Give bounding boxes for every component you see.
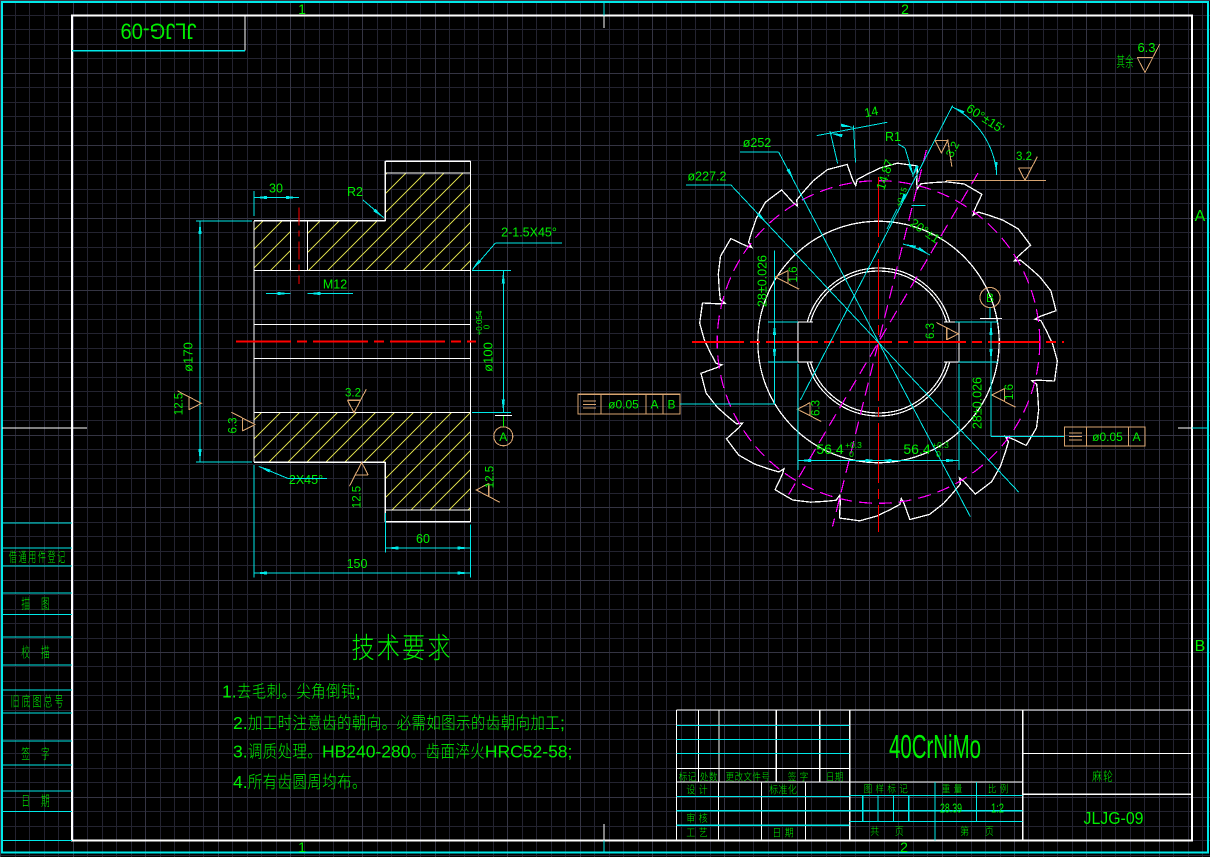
svg-text:1:2: 1:2 <box>991 801 1004 816</box>
svg-text:28±0.026: 28±0.026 <box>756 255 770 307</box>
svg-text:M12: M12 <box>323 278 347 292</box>
svg-text:+0.054: +0.054 <box>475 310 484 335</box>
svg-text:1.6: 1.6 <box>788 267 800 283</box>
svg-text:2: 2 <box>901 1 909 17</box>
svg-text:A: A <box>1195 208 1206 225</box>
svg-text:;: ; <box>560 713 565 733</box>
svg-text:2.: 2. <box>233 713 248 733</box>
svg-text:1.6: 1.6 <box>1004 384 1016 400</box>
svg-text:28±0.026: 28±0.026 <box>971 377 985 429</box>
svg-text:150: 150 <box>347 557 368 571</box>
svg-text:6.3: 6.3 <box>811 400 823 416</box>
svg-text:60: 60 <box>416 532 430 546</box>
svg-text:12.5: 12.5 <box>352 486 364 508</box>
svg-text:B: B <box>667 398 675 412</box>
svg-text:3.2: 3.2 <box>1016 151 1032 163</box>
svg-text:ø100: ø100 <box>481 342 496 372</box>
svg-text:ø227.2: ø227.2 <box>688 170 727 184</box>
svg-text:B: B <box>986 291 994 305</box>
svg-text:56.4: 56.4 <box>816 441 843 457</box>
svg-text:JLJG-09: JLJG-09 <box>1084 808 1144 828</box>
svg-text:56.4: 56.4 <box>903 441 930 457</box>
svg-text:2X45°: 2X45° <box>289 473 323 487</box>
svg-text:ø0.05: ø0.05 <box>1092 430 1123 444</box>
svg-text:A: A <box>499 430 507 444</box>
svg-text:30: 30 <box>269 182 283 196</box>
svg-text:0: 0 <box>849 449 854 459</box>
svg-text:+0.3: +0.3 <box>932 440 949 450</box>
svg-text:6.3: 6.3 <box>1137 40 1155 55</box>
svg-text:B: B <box>1195 638 1206 655</box>
svg-text:3.: 3. <box>233 742 248 762</box>
svg-text:28.39: 28.39 <box>940 801 962 816</box>
svg-text:R1: R1 <box>885 130 901 144</box>
svg-text:0: 0 <box>483 324 492 329</box>
svg-text:0: 0 <box>936 449 941 459</box>
svg-text:ø170: ø170 <box>181 342 196 372</box>
svg-text:HB240-280: HB240-280 <box>322 742 411 762</box>
svg-text:2: 2 <box>900 839 908 855</box>
svg-text:6.3: 6.3 <box>228 418 240 434</box>
svg-text:A: A <box>1132 430 1140 444</box>
svg-text:ø252: ø252 <box>743 136 772 150</box>
svg-text:14: 14 <box>863 104 879 120</box>
svg-text:R2: R2 <box>347 185 363 199</box>
svg-text:1.: 1. <box>222 682 237 702</box>
svg-text:A: A <box>650 398 658 412</box>
svg-text:2-1.5X45°: 2-1.5X45° <box>501 226 557 240</box>
svg-text:40CrNiMo: 40CrNiMo <box>889 728 981 765</box>
svg-text:HRC52-58;: HRC52-58; <box>485 742 573 762</box>
svg-text:12.5: 12.5 <box>485 466 497 488</box>
svg-text:ø0.05: ø0.05 <box>608 398 639 412</box>
svg-text:12.5: 12.5 <box>174 393 186 415</box>
svg-text:6.3: 6.3 <box>925 323 937 339</box>
svg-text:JLJG-09: JLJG-09 <box>121 19 197 44</box>
svg-text:;: ; <box>356 682 361 702</box>
svg-text:1: 1 <box>298 839 306 855</box>
svg-text:3.2: 3.2 <box>345 388 361 400</box>
svg-text:+0.3: +0.3 <box>845 440 862 450</box>
svg-text:4.: 4. <box>233 772 248 792</box>
svg-text:1: 1 <box>298 1 306 17</box>
